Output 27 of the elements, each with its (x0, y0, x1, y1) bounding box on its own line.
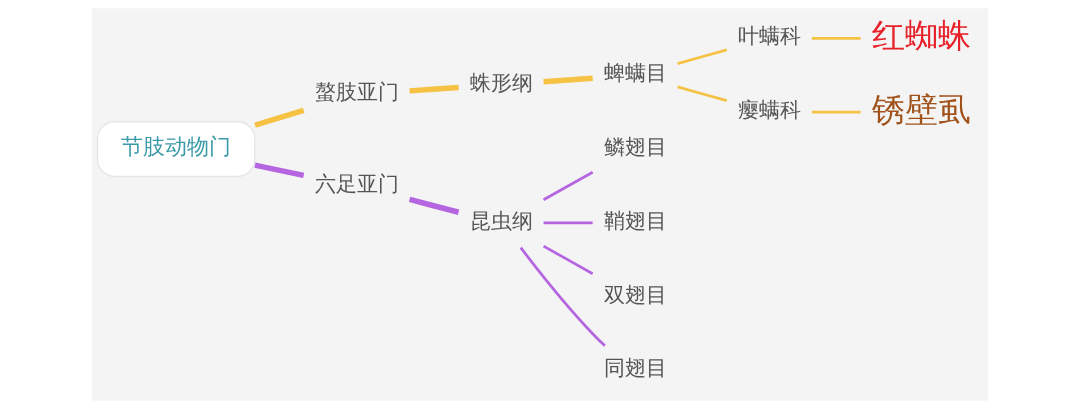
connector (677, 85, 728, 102)
node-text: 叶螨科 (737, 24, 801, 49)
connector (519, 246, 606, 347)
node-text: 红蜘蛛 (872, 17, 972, 54)
node-text: 同翅目 (603, 356, 667, 381)
node-text: 蛛形纲 (469, 70, 533, 95)
connector (811, 110, 861, 114)
connector (677, 48, 728, 65)
node-text: 六足亚门 (314, 171, 399, 196)
connector (408, 196, 460, 215)
node-text: 双翅目 (603, 282, 667, 307)
connector (542, 171, 594, 201)
connector (543, 221, 593, 225)
node-text: 蜱螨目 (603, 61, 667, 86)
connector (543, 75, 593, 85)
node-text: 锈壁虱 (872, 91, 972, 128)
connector (254, 162, 305, 178)
node-text: 昆虫纲 (469, 208, 533, 233)
node-text: 鞘翅目 (603, 208, 667, 233)
connector (254, 107, 305, 128)
connector (542, 244, 594, 275)
node-text: 鳞翅目 (603, 134, 667, 159)
node-text: 螯肢亚门 (314, 80, 399, 105)
connector (409, 84, 459, 94)
node-box: 节肢动物门 (96, 121, 256, 178)
node-text: 瘿螨科 (737, 97, 801, 122)
connector (811, 36, 861, 40)
